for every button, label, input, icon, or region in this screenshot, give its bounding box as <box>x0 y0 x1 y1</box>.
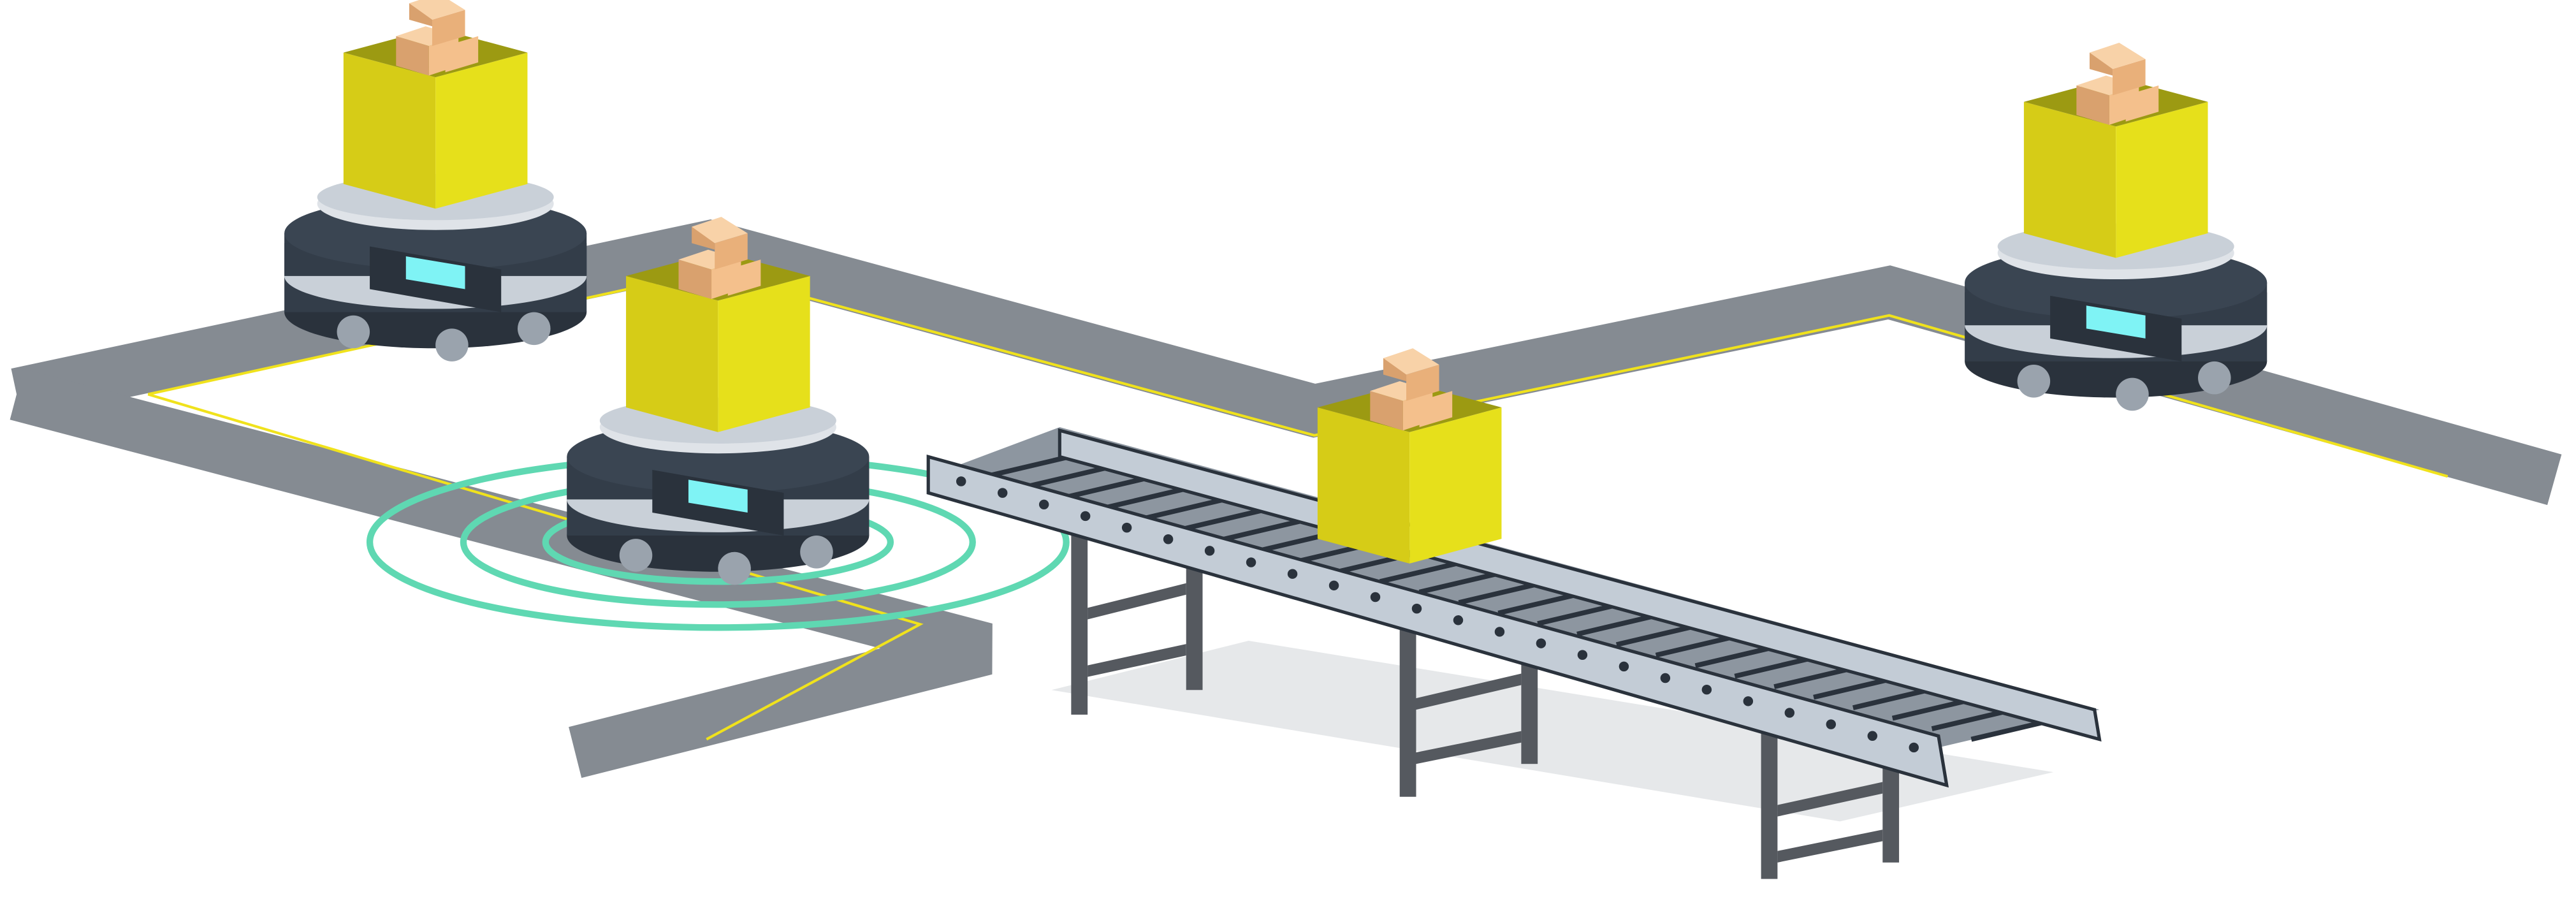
conveyor-shadow <box>1051 640 2054 822</box>
conveyor-bolt <box>1909 742 1919 753</box>
conveyor-bolt <box>1287 569 1298 579</box>
conveyor-bolt <box>1163 534 1174 544</box>
conveyor-bolt <box>956 476 966 486</box>
conveyor-bolt <box>1784 708 1795 718</box>
conveyor-bolt <box>1619 661 1629 672</box>
conveyor-bolt <box>997 488 1008 498</box>
conveyor-bolt <box>1038 499 1049 510</box>
conveyor-bolt <box>1826 719 1837 729</box>
conveyor-bolt <box>1080 511 1091 522</box>
conveyor-bolt <box>1204 546 1215 556</box>
conveyor-belt: document.write(''); <box>926 427 2102 879</box>
conveyor-bolt <box>1660 673 1671 683</box>
conveyor-bolt <box>1743 696 1754 706</box>
conveyor-bolt <box>1701 684 1712 695</box>
conveyor-bolt <box>1577 650 1588 660</box>
conveyor-bolt <box>1867 731 1878 741</box>
conveyor-bolt <box>1453 615 1464 625</box>
conveyor-bolt <box>1411 603 1422 614</box>
agv-robot-icon <box>284 0 586 361</box>
conveyor-bolt <box>1494 627 1505 637</box>
conveyor-bolt <box>1328 580 1339 591</box>
agv-robot-icon <box>1965 43 2267 411</box>
conveyor-bolt <box>1121 522 1132 533</box>
conveyor-bolt <box>1246 557 1256 567</box>
conveyor-bolt <box>1370 592 1381 602</box>
conveyor-bolt <box>1536 638 1546 648</box>
